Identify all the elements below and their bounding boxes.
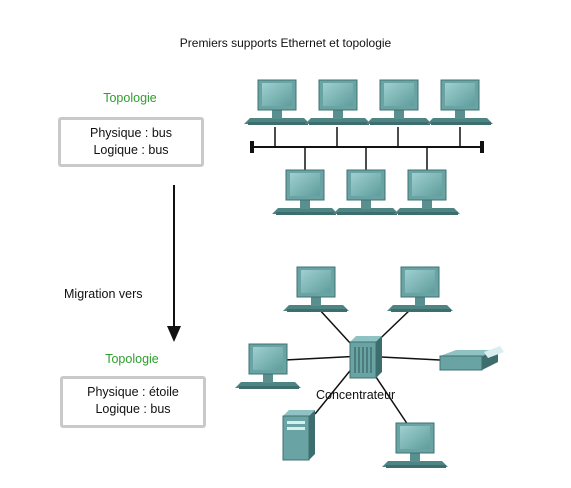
- top-topology-heading: Topologie: [103, 91, 157, 105]
- bottom-physical-label: Physique : étoile: [87, 385, 179, 399]
- computer-icon: [332, 169, 400, 216]
- computer-icon: [426, 79, 494, 126]
- bottom-topology-box: Physique : étoile Logique : bus: [60, 376, 206, 428]
- bus-terminator-left: [250, 141, 254, 153]
- computer-icon: [304, 79, 372, 126]
- computer-icon: [386, 266, 454, 313]
- diagram-title: Premiers supports Ethernet et topologie: [179, 36, 392, 50]
- hub-icon: [349, 336, 382, 379]
- printer-icon: [439, 346, 504, 371]
- bus-terminator-right: [480, 141, 484, 153]
- computer-icon: [393, 169, 461, 216]
- computer-icon: [282, 266, 350, 313]
- migration-arrow: [167, 185, 181, 342]
- top-topology-box: Physique : bus Logique : bus: [58, 117, 204, 167]
- bottom-logical-label: Logique : bus: [95, 402, 171, 416]
- hub-label: Concentrateur: [316, 388, 396, 402]
- top-logical-label: Logique : bus: [93, 143, 169, 157]
- computer-icon: [381, 422, 449, 469]
- bus-topology: [243, 79, 494, 216]
- computer-icon: [234, 343, 302, 390]
- bottom-topology-heading: Topologie: [105, 352, 159, 366]
- computer-icon: [271, 169, 339, 216]
- migration-label: Migration vers: [64, 287, 143, 301]
- computer-icon: [243, 79, 311, 126]
- star-topology: [234, 266, 504, 469]
- server-icon: [282, 410, 315, 461]
- top-physical-label: Physique : bus: [90, 126, 172, 140]
- computer-icon: [365, 79, 433, 126]
